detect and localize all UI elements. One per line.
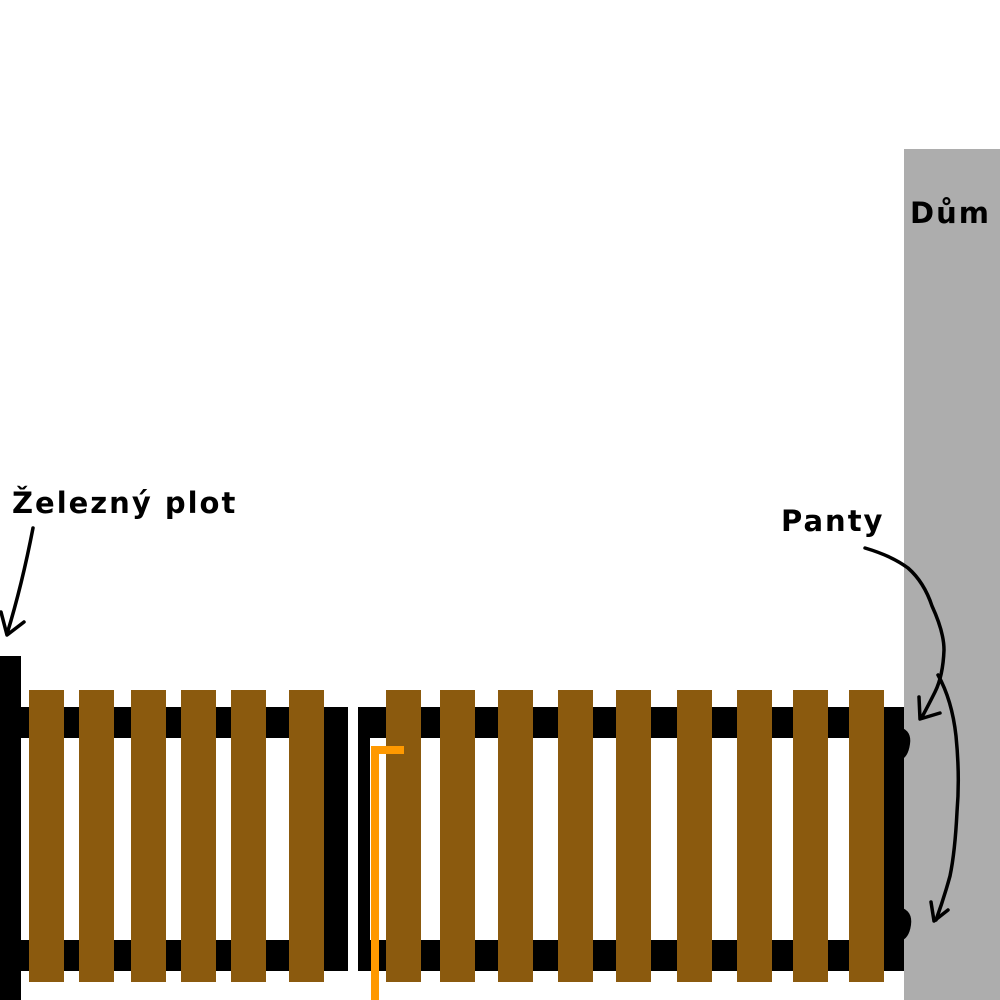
wood-plank: [793, 690, 828, 982]
wood-plank: [231, 690, 266, 982]
iron-fence-post: [0, 656, 21, 1000]
wood-plank: [386, 690, 421, 982]
right-gate-end-post: [884, 707, 904, 971]
wood-plank: [131, 690, 166, 982]
wood-plank: [849, 690, 884, 982]
left-gate-leaf: [21, 690, 348, 982]
iron-fence-label: Železný plot: [12, 486, 237, 520]
wood-plank: [616, 690, 651, 982]
wood-plank: [29, 690, 64, 982]
house-label: Dům: [910, 196, 991, 230]
iron-fence-arrow: [0, 526, 35, 637]
wood-plank: [440, 690, 475, 982]
hinges-arrows: [863, 546, 961, 923]
wood-plank: [181, 690, 216, 982]
bottom-hinge-icon: [900, 907, 912, 941]
wood-plank: [289, 690, 324, 982]
gate-handle-icon: [371, 746, 404, 1000]
wood-plank: [677, 690, 712, 982]
wood-plank: [498, 690, 533, 982]
right-gate-start-post: [358, 707, 370, 971]
wood-plank: [737, 690, 772, 982]
wood-plank: [79, 690, 114, 982]
top-hinge-icon: [900, 727, 911, 760]
right-gate-leaf: [358, 690, 904, 982]
hinges-label: Panty: [781, 504, 884, 538]
wood-plank: [558, 690, 593, 982]
left-gate-end-post: [322, 707, 348, 971]
